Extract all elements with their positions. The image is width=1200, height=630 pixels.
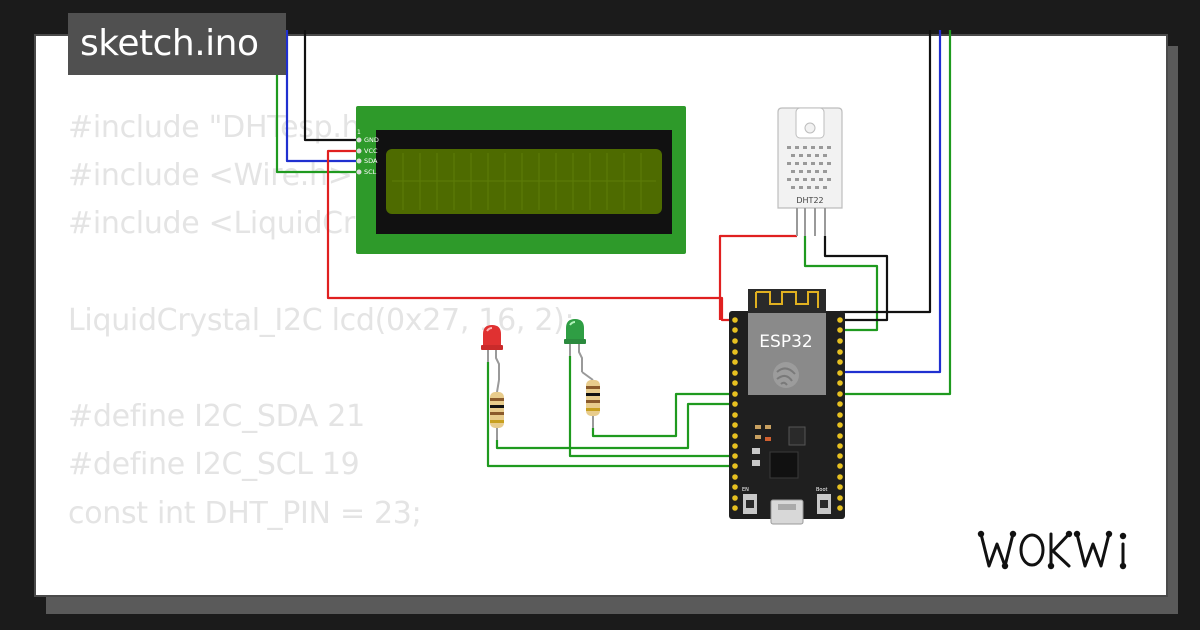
micro-usb-port[interactable]: [770, 499, 804, 525]
wire-green-top-right: [840, 30, 952, 396]
wire-black-dht-gnd: [823, 236, 889, 322]
lcd-display[interactable]: 1 GND VCC SDA SCL: [356, 106, 686, 254]
code-line: #define I2C_SCL 19: [68, 447, 360, 483]
file-tab[interactable]: sketch.ino: [68, 13, 286, 75]
code-line: const int DHT_PIN = 23;: [68, 495, 422, 531]
wire-green-lcd-scl: [275, 30, 358, 174]
wire-green-dht-data: [803, 236, 879, 332]
wokwi-logo-icon: [977, 530, 1127, 570]
lcd-pin-scl-label: SCL: [364, 168, 377, 176]
esp32-label: ESP32: [759, 332, 812, 352]
lcd-pin-sda-label: SDA: [364, 157, 378, 165]
green-led[interactable]: [564, 319, 586, 372]
lcd-character-grid: [392, 153, 656, 210]
esp32-left-header-pins: [732, 317, 738, 511]
usb-uart-chip: [769, 451, 799, 479]
wire-green-red-led: [495, 402, 735, 450]
esp32-right-header-pins: [837, 317, 843, 511]
green-led-resistor[interactable]: [581, 371, 600, 428]
dht22-vent-grid: [787, 146, 831, 189]
antenna-trace: [755, 291, 819, 308]
smd-components: [752, 425, 771, 466]
en-button-cap: [746, 500, 754, 508]
esp32-board[interactable]: ESP32 EN Boot: [729, 289, 845, 525]
lcd-pin-index: 1: [357, 129, 361, 136]
wire-red-dht-vcc: [718, 234, 797, 320]
lcd-pin-gnd-label: GND: [364, 136, 379, 144]
wire-black-top-right: [840, 30, 932, 314]
dht22-sensor[interactable]: DHT22: [777, 107, 843, 236]
lcd-pin-vcc-label: VCC: [364, 147, 378, 155]
dht22-label: DHT22: [796, 196, 823, 205]
boot-button-cap: [820, 500, 828, 508]
usb-port-slot: [778, 504, 796, 510]
wire-black-lcd-gnd: [303, 30, 358, 142]
lcd-pins: [356, 137, 362, 175]
boot-button-label: Boot: [816, 487, 828, 493]
espressif-logo-icon: [773, 362, 799, 388]
wire-green-green-led: [591, 392, 735, 438]
dht22-mount-hole: [804, 122, 816, 134]
code-line: #define I2C_SDA 21: [68, 399, 365, 435]
red-led[interactable]: [481, 325, 503, 380]
code-line: DHTesp dhtSensor;: [68, 586, 574, 595]
wire-blue-lcd-sda: [285, 30, 358, 163]
code-line: LiquidCrystal_I2C lcd(0x27, 16, 2);: [68, 302, 575, 338]
en-button-label: EN: [742, 487, 749, 493]
red-led-resistor[interactable]: [490, 379, 504, 440]
wire-blue-top-right: [840, 30, 942, 374]
wire-red-lcd-vcc: [326, 149, 735, 322]
voltage-regulator: [788, 426, 806, 446]
wire-green-red-led-cathode: [486, 362, 735, 468]
wire-green-green-led-cathode: [568, 356, 735, 458]
dht22-legs: [796, 208, 826, 236]
